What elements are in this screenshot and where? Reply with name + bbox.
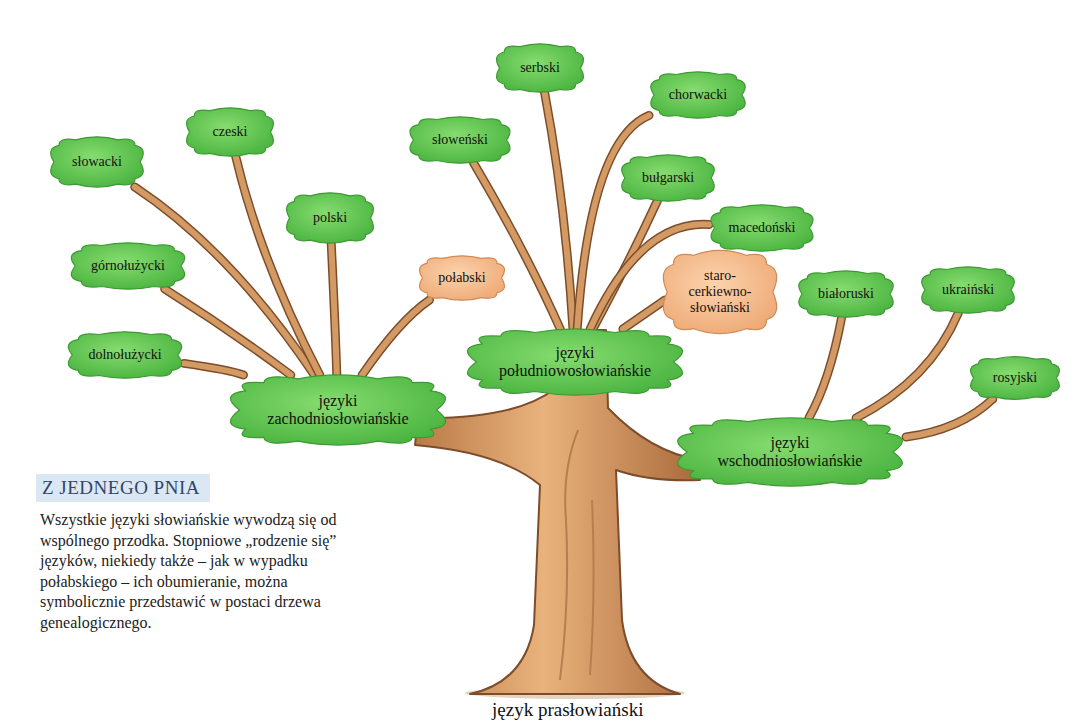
language-name: ukraiński bbox=[942, 282, 994, 298]
branch-wood bbox=[623, 300, 665, 329]
language-leaf: chorwacki bbox=[645, 68, 751, 122]
language-name: polski bbox=[313, 210, 347, 226]
branch-wood bbox=[165, 289, 291, 375]
branch bbox=[856, 313, 958, 418]
group-leaf: języki zachodniosłowiańskie bbox=[223, 371, 453, 449]
group-name: języki zachodniosłowiańskie bbox=[251, 392, 425, 429]
branch-outline bbox=[474, 163, 561, 329]
root-label: język prasłowiański bbox=[492, 699, 643, 721]
language-name: serbski bbox=[520, 60, 560, 76]
branch-wood bbox=[856, 313, 958, 418]
branch bbox=[331, 243, 337, 375]
language-name: czeski bbox=[213, 124, 248, 140]
bark-line bbox=[590, 500, 594, 675]
leaf-outline bbox=[419, 256, 504, 300]
branch-wood bbox=[906, 399, 993, 437]
branch bbox=[906, 399, 993, 437]
branch-wood bbox=[184, 363, 244, 375]
language-name: bułgarski bbox=[642, 170, 694, 186]
language-name: dolnołużycki bbox=[88, 347, 161, 363]
language-leaf: macedoński bbox=[705, 201, 819, 255]
branch bbox=[623, 300, 665, 329]
language-name: białoruski bbox=[818, 286, 874, 302]
branch-wood bbox=[809, 317, 842, 418]
language-leaf: czeski bbox=[181, 104, 279, 160]
leaf-outline bbox=[651, 72, 745, 118]
language-name: słowacki bbox=[72, 154, 122, 170]
branch-wood bbox=[545, 92, 574, 329]
group-leaf: języki południowosłowiańskie bbox=[460, 325, 690, 399]
branch-outline bbox=[184, 363, 244, 375]
language-leaf: dolnołużycki bbox=[62, 328, 188, 382]
bark-line bbox=[560, 430, 578, 680]
language-name: górnołużycki bbox=[91, 258, 165, 274]
language-leaf: słowacki bbox=[45, 133, 149, 191]
leaf-outline bbox=[68, 332, 181, 378]
leaf-outline bbox=[663, 250, 776, 333]
language-name: połabski bbox=[438, 270, 485, 286]
branch-outline bbox=[331, 243, 337, 375]
branch-outline bbox=[165, 289, 291, 375]
extinct-language-leaf: połabski bbox=[414, 252, 510, 304]
language-leaf: polski bbox=[281, 189, 379, 247]
caption-text: Wszystkie języki słowiańskie wywodzą się… bbox=[40, 510, 370, 633]
leaf-outline bbox=[287, 193, 374, 243]
leaf-outline bbox=[230, 375, 445, 445]
branch-wood bbox=[474, 163, 561, 329]
leaf-outline bbox=[467, 329, 682, 395]
language-leaf: białoruski bbox=[793, 267, 899, 321]
leaf-outline bbox=[922, 267, 1015, 313]
language-leaf: słoweński bbox=[404, 113, 516, 167]
branch-wood bbox=[362, 300, 429, 375]
group-name: języki wschodniosłowiańskie bbox=[698, 434, 882, 471]
language-leaf: górnołużycki bbox=[65, 239, 191, 293]
leaf-outline bbox=[971, 357, 1060, 400]
branch bbox=[474, 163, 561, 329]
language-leaf: serbski bbox=[491, 40, 589, 96]
language-leaf: rosyjski bbox=[965, 353, 1065, 403]
language-name: słoweński bbox=[432, 132, 488, 148]
leaf-outline bbox=[622, 155, 715, 201]
leaf-outline bbox=[51, 137, 144, 187]
language-name: staro-cerkiewno-słowiański bbox=[679, 268, 761, 316]
branch bbox=[545, 92, 574, 329]
branch bbox=[362, 300, 429, 375]
branch-outline bbox=[856, 313, 958, 418]
language-name: rosyjski bbox=[993, 370, 1037, 386]
group-name: języki południowosłowiańskie bbox=[488, 344, 662, 381]
language-leaf: ukraiński bbox=[916, 263, 1020, 317]
branch bbox=[184, 363, 244, 375]
leaf-outline bbox=[71, 243, 184, 289]
leaf-outline bbox=[711, 205, 813, 251]
branch-wood bbox=[331, 243, 337, 375]
extinct-language-leaf: staro-cerkiewno-słowiański bbox=[657, 246, 783, 338]
leaf-outline bbox=[678, 418, 903, 486]
group-leaf: języki wschodniosłowiańskie bbox=[670, 414, 910, 490]
branch-outline bbox=[362, 300, 429, 375]
branch bbox=[809, 317, 842, 418]
branch-outline bbox=[623, 300, 665, 329]
language-name: chorwacki bbox=[669, 87, 727, 103]
branch-outline bbox=[809, 317, 842, 418]
branch bbox=[165, 289, 291, 375]
caption-heading: Z JEDNEGO PNIA bbox=[36, 474, 210, 502]
branch-outline bbox=[906, 399, 993, 437]
leaf-outline bbox=[187, 108, 274, 156]
language-leaf: bułgarski bbox=[616, 151, 720, 205]
leaf-outline bbox=[410, 117, 510, 163]
leaf-outline bbox=[497, 44, 584, 92]
leaf-outline bbox=[799, 271, 893, 317]
language-name: macedoński bbox=[729, 220, 796, 236]
branch-outline bbox=[545, 92, 574, 329]
